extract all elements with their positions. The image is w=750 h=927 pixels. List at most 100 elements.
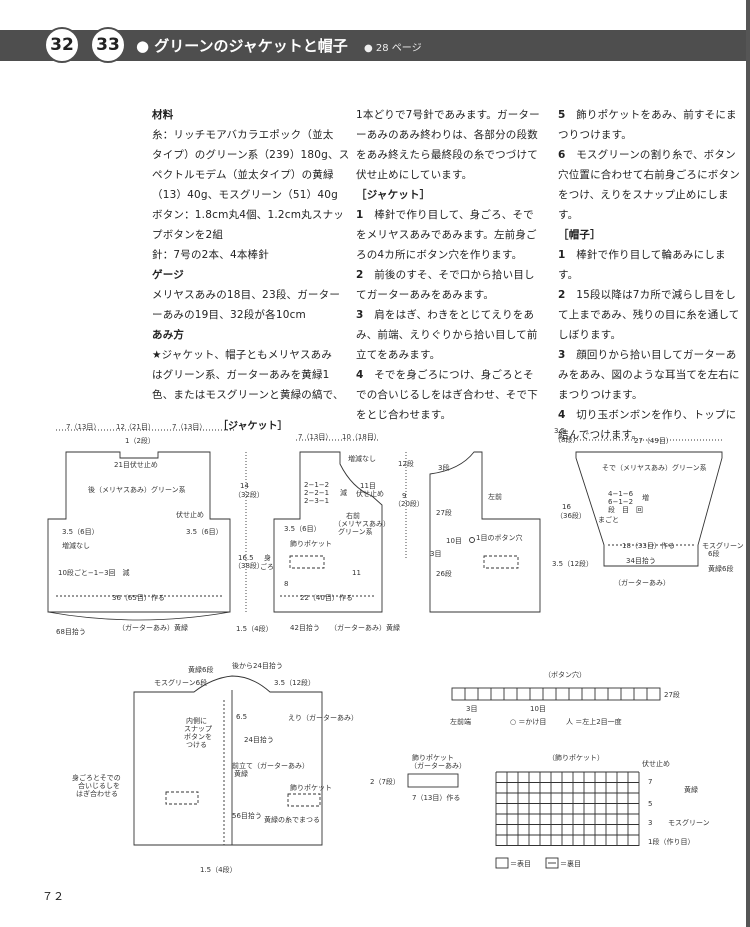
back-top-dim-1: 7（13目） (66, 423, 100, 431)
bh-legend-2: 人 ＝左上2目一度 (566, 717, 622, 726)
back-arm-right: 3.5（6目） (186, 528, 223, 536)
text-line: をとじ合わせます。 (356, 405, 552, 425)
step-number: 3 (356, 309, 364, 321)
hat-moss-2: 6段 (708, 549, 719, 558)
line-text: 針：7号の2本、4本棒針 (152, 249, 269, 261)
asm-pick56: 56目拾う (232, 811, 262, 820)
rf-bottom: 22（40目）作る (300, 593, 353, 602)
hat-kimidori: 黄緑6段 (708, 564, 733, 573)
hat-seq-3: 段 目 回 (608, 505, 643, 514)
line-text: 材料 (152, 109, 174, 121)
line-text: 棒針で作り目して、身ごろ、そで (374, 209, 534, 221)
bh-s27: 27段 (664, 690, 680, 699)
ps-w: 7（13目）作る (412, 793, 460, 802)
back-height-2: 16.5 (238, 554, 254, 562)
rf-h12: 12段 (398, 459, 414, 468)
text-line: つりつけます。 (558, 125, 746, 145)
text-line: 伏せ止めにしています。 (356, 165, 552, 185)
line-text: をメリヤスあみであみます。左前身ご (356, 229, 537, 241)
pc-title: （飾りポケット） (548, 753, 604, 762)
text-line: 1本どりで7号針であみます。ガーター (356, 105, 552, 125)
line-text: ボタン：1.8cm丸4個、1.2cm丸スナッ (152, 209, 344, 221)
lf-s3b: 3目 (430, 550, 441, 558)
line-text: ［帽子］ (558, 229, 601, 241)
text-line: みをあみ、図のような耳当てを左右に (558, 365, 746, 385)
pc-moss: モスグリーン (668, 818, 710, 827)
text-line: 2 15段以降は7カ所で減らし目をし (558, 285, 746, 305)
text-line: 結んでつけます。 (558, 425, 746, 445)
text-line: 3 顔回りから拾い目してガーターあ (558, 345, 746, 365)
asm-from-back: 後から24目拾う (232, 661, 283, 670)
text-line: をメリヤスあみであみます。左前身ご (356, 225, 552, 245)
bh-m10: 10目 (530, 705, 546, 713)
line-text: みをあみ、図のような耳当てを左右に (558, 369, 740, 381)
pattern-number-2: 33 (90, 27, 126, 63)
text-line: しぼります。 (558, 325, 746, 345)
line-text: ーあみのあみ終わりは、各部分の段数 (356, 129, 538, 141)
text-line: プボタンを2組 (152, 225, 352, 245)
rf-top-1: 7（13目） (298, 433, 332, 441)
rf-label-1: 右前 (346, 511, 360, 520)
back-body-diagram: 7（13目） 12（21目） 7（13目） 1（2段） 21目伏せ止め 後（メリ… (47, 423, 274, 636)
line-text: 肩をはぎ、わきをとじてえりをあ (374, 309, 535, 321)
lf-bh2: 1目のボタン穴 (476, 533, 522, 542)
step-number: 5 (558, 109, 566, 121)
rf-fuse-2: 伏せ止め (356, 489, 384, 498)
pc-r1: 1段（作り目） (648, 837, 694, 846)
bh-legend-1: ○ ＝かけ目 (510, 718, 546, 726)
back-no-change: 増減なし (62, 541, 90, 550)
asm-align-3: はぎ合わせる (76, 789, 118, 798)
line-text: そでを身ごろにつけ、身ごろとそ (374, 369, 534, 381)
text-line: ーあみの19目、32段が各10cm (152, 305, 352, 325)
pc-r7: 7 (648, 778, 652, 786)
hat-top-1: 3.5 (554, 427, 565, 435)
asm-maetate-2: 黄緑 (234, 769, 248, 778)
text-line: をつけ、えりをスナップ止めにします。 (558, 185, 746, 225)
line-text: 色、またはモスグリーンと黄緑の縞で、 (152, 389, 344, 401)
page-edge (746, 0, 750, 927)
back-neck-1: 1（2段） (125, 436, 155, 445)
back-top-dim-2: 12（21目） (116, 423, 155, 431)
line-text: はグリーン系、ガーターあみを黄緑1 (152, 369, 330, 381)
hat-seq-1: 4−1−6 (608, 490, 634, 498)
text-line: タイプ）のグリーン系（239）180g、ス (152, 145, 352, 165)
hat-bottom-1: 18（33目）作る (622, 541, 675, 550)
line-text: 15段以降は7カ所で減らし目をし (576, 289, 736, 301)
rf-h9b: （20段） (394, 499, 424, 508)
line-text: 伏せ止めにしています。 (356, 169, 473, 181)
back-height-1b: （32段） (234, 490, 264, 499)
step-number: 4 (558, 409, 566, 421)
line-text: ［ジャケット］ (356, 189, 431, 201)
asm-dim35: 3.5（12段） (274, 678, 315, 687)
hat-h16: 16 (562, 503, 571, 511)
text-line: ろの4カ所にボタン穴を作ります。 (356, 245, 552, 265)
lf-bh: 10目 (446, 537, 462, 545)
pc-r5: 5 (648, 800, 652, 808)
rf-fuse-1: 11目 (360, 482, 376, 490)
section-heading: ［帽子］ (558, 225, 746, 245)
hat-top-2: （8段） (554, 435, 579, 444)
rf-n8: 8 (284, 580, 288, 588)
line-text: 顔回りから拾い目してガーターあ (576, 349, 737, 361)
pocket-chart: （飾りポケット） 伏せ止め 7 5 3 1段（作り目） 黄緑 モスグリーン ＝表… (495, 753, 710, 869)
line-text: ★ジャケット、帽子ともメリヤスあみ (152, 349, 333, 361)
rf-top-2: 10（18目） (342, 433, 381, 441)
lf-s26: 26段 (436, 569, 452, 578)
line-text: 結んでつけます。 (558, 429, 643, 441)
line-text: 1本どりで7号針であみます。ガーター (356, 109, 540, 121)
line-text: あみ方 (152, 329, 185, 341)
text-line: ーあみのあみ終わりは、各部分の段数 (356, 125, 552, 145)
line-text: タイプ）のグリーン系（239）180g、ス (152, 149, 350, 161)
text-line: をあみ終えたら最終段の糸でつづけて (356, 145, 552, 165)
hat-h35: 3.5（12段） (552, 559, 593, 568)
hat-mawari: まごと (598, 515, 619, 524)
step-number: 1 (356, 209, 364, 221)
pc-fuse: 伏せ止め (642, 759, 670, 768)
text-column-materials: 材料糸：リッチモアバカラエポック（並太タイプ）のグリーン系（239）180g、ス… (152, 105, 352, 405)
back-top-dim-3: 7（13目） (172, 423, 206, 431)
line-text: モスグリーンの割り糸で、ボタン (576, 149, 736, 161)
rf-seq-2: 2−2−1 (304, 489, 329, 497)
text-line: 色、またはモスグリーンと黄緑の縞で、 (152, 385, 352, 405)
line-text: 立てをあみます。 (356, 349, 441, 361)
